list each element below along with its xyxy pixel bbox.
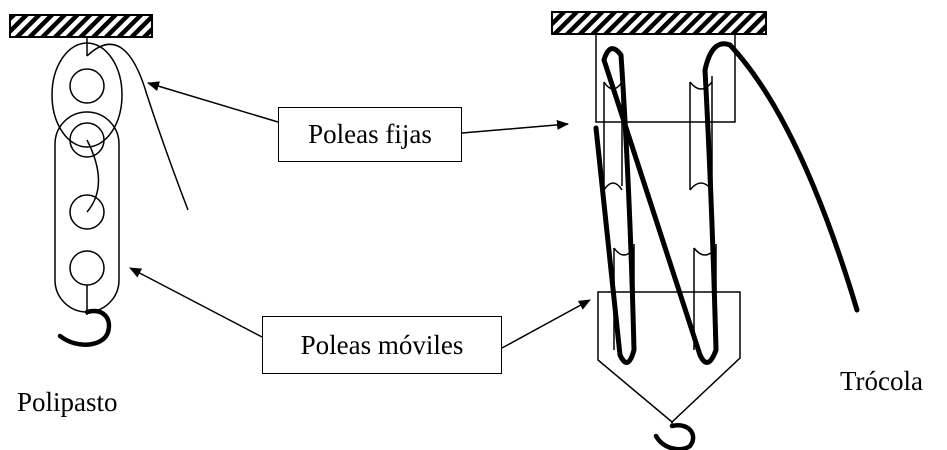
trocola-rope [593,41,860,365]
trocola-assembly [551,11,860,450]
arrow-fixed-to-polipasto [147,81,279,123]
trocola-ceiling-mount [551,11,767,35]
trocola-fixed-frame [595,34,736,123]
fixed-pulley-1 [69,68,105,104]
polipasto-inner-rope [86,139,100,213]
arrow-movable-to-trocola [501,299,591,349]
polipasto-rope [86,43,189,211]
arrow-movable-to-polipasto [129,267,263,338]
polipasto-label: Polipasto [17,387,118,417]
polipasto-hook [57,308,112,347]
movable-pulley-1 [69,194,105,230]
polipasto-outer-frame [51,42,123,148]
movable-pulleys-label: Poleas móviles [262,316,502,374]
polipasto-ceiling-mount [9,14,153,38]
arrow-fixed-to-trocola [461,119,569,134]
fixed-pulley-2 [69,122,105,158]
trocola-label: Trócola [840,366,924,396]
label-arrows [129,81,591,349]
fixed-pulleys-label: Poleas fijas [278,107,462,162]
movable-pulley-2 [69,250,105,286]
trocola-hook [653,423,696,450]
polipasto-assembly [9,14,189,347]
